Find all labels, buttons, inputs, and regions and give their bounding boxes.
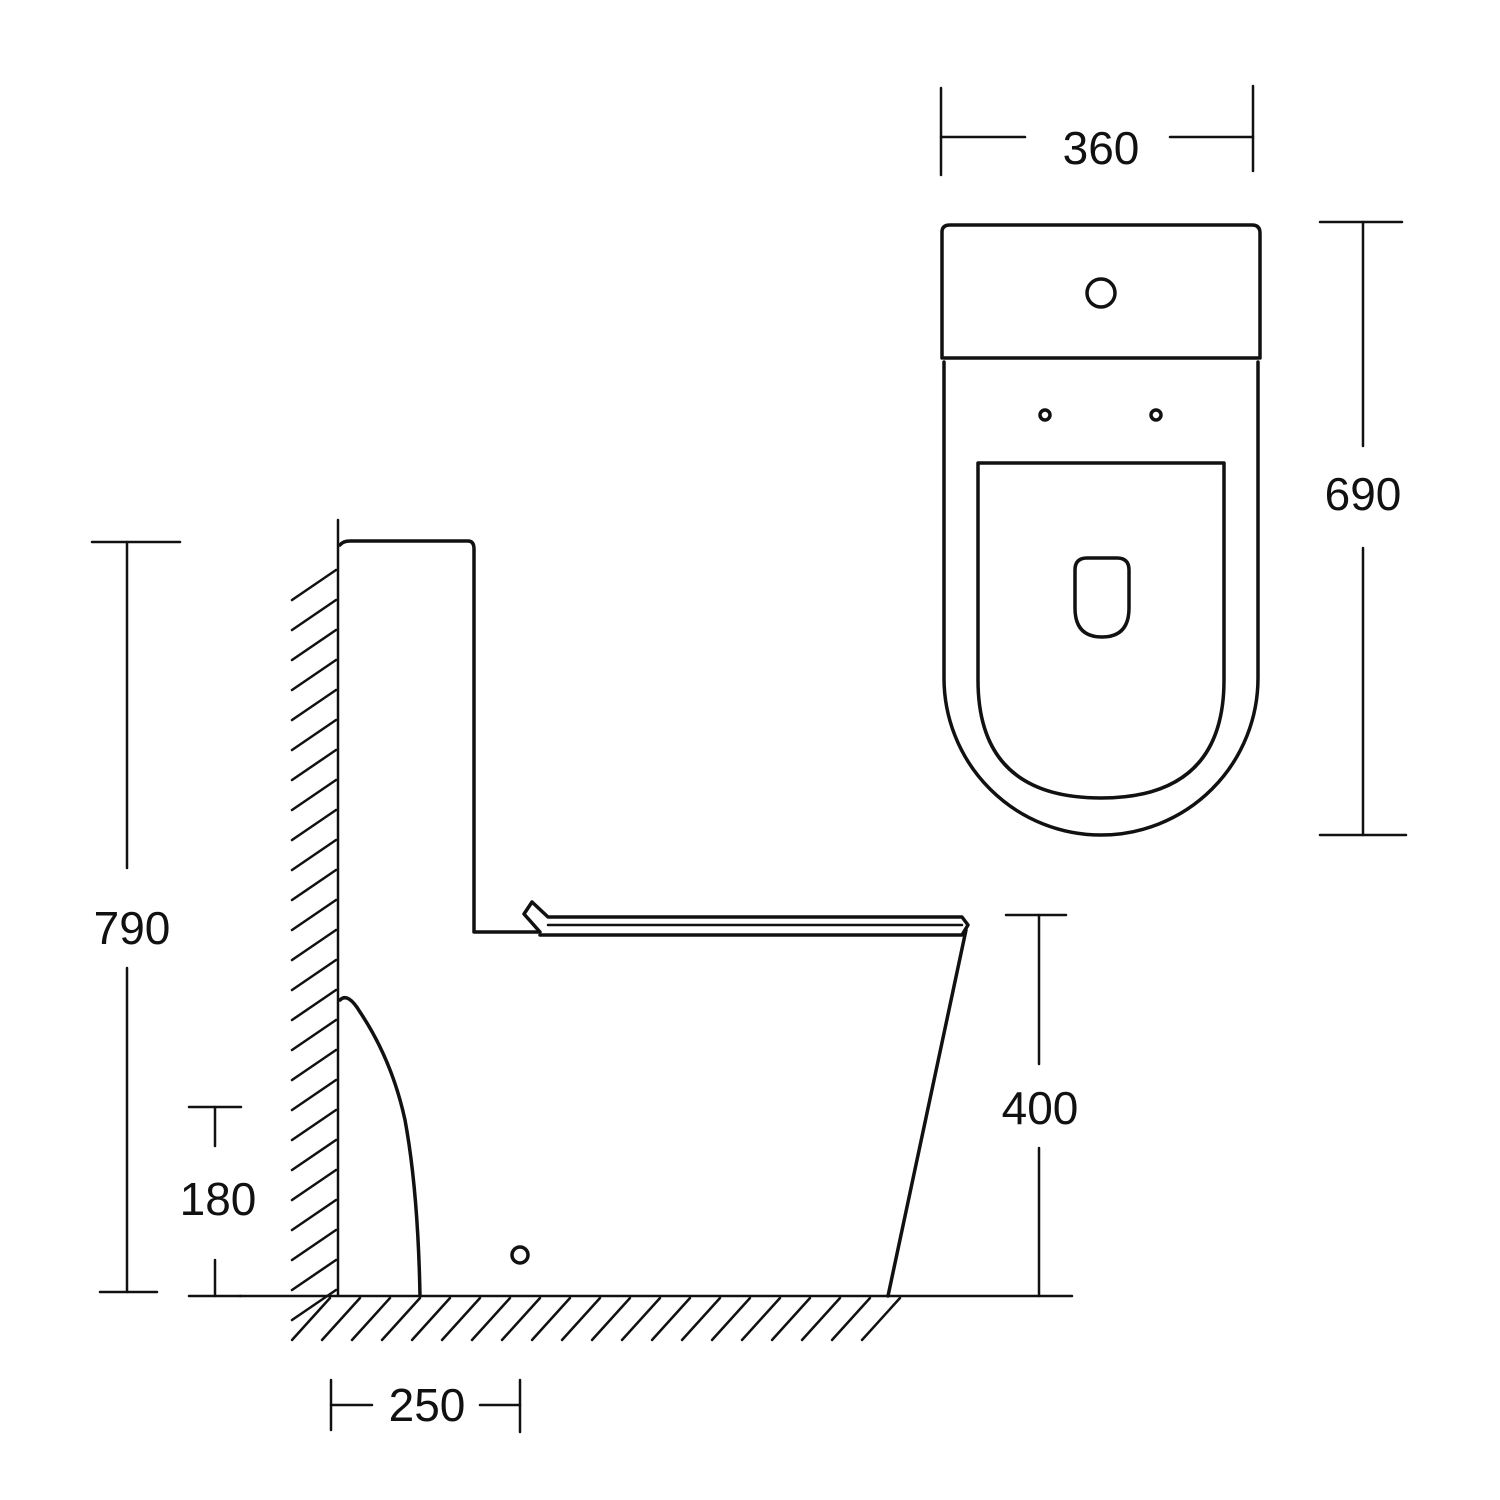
wall-hatch-line (290, 718, 338, 752)
wall-hatch-line (290, 988, 338, 1022)
plan-view (940, 223, 1262, 837)
side-bowl-front (886, 928, 968, 1298)
floor-hatch-line (380, 1296, 422, 1342)
wall-hatch-line (290, 958, 338, 992)
floor-hatch-line (320, 1296, 362, 1342)
floor-hatch-line (830, 1296, 872, 1342)
wall-hatch-line (290, 1108, 338, 1142)
plan-seat-hinge-left (1038, 408, 1052, 422)
wall-hatch-line (290, 928, 338, 962)
floor-hatch-line (620, 1296, 662, 1342)
dimension-plan-length: 690 (1318, 220, 1408, 837)
wall-hatch-line (290, 1198, 338, 1232)
dim-label-180: 180 (180, 1173, 257, 1225)
dim-label-250: 250 (389, 1379, 466, 1431)
wall-hatch-line (290, 868, 338, 902)
side-tank-outline (338, 539, 540, 934)
plan-seat-hinge-right (1149, 408, 1163, 422)
wall-hatch-line (290, 808, 338, 842)
wall-hatch-line (290, 748, 338, 782)
floor-hatch-line (650, 1296, 692, 1342)
plan-flush-button (1085, 277, 1117, 309)
dim-label-400: 400 (1002, 1082, 1079, 1134)
wall-hatch-line (290, 1048, 338, 1082)
floor-hatch-line (440, 1296, 482, 1342)
plan-tank-outline (940, 223, 1262, 360)
wall-hatch-line (290, 1228, 338, 1262)
wall-hatch-line (290, 568, 338, 602)
floor-hatch-line (680, 1296, 722, 1342)
side-bowl-rear (338, 996, 422, 1298)
floor-hatch-line (470, 1296, 512, 1342)
floor-hatch-line (500, 1296, 542, 1342)
dimension-seat-height: 400 (1002, 913, 1079, 1298)
side-view (238, 518, 1074, 1342)
dimension-plan-width: 360 (939, 84, 1255, 177)
wall-hatch-line (290, 1168, 338, 1202)
floor-hatch-line (590, 1296, 632, 1342)
floor-hatching (290, 1296, 902, 1342)
dimension-outlet-height: 180 (180, 1105, 257, 1298)
floor-hatch-line (530, 1296, 572, 1342)
floor-hatch-line (290, 1296, 332, 1342)
wall-hatch-line (290, 688, 338, 722)
wall-hatch-line (290, 1018, 338, 1052)
wall-hatch-line (290, 1078, 338, 1112)
side-seat-lid (522, 900, 970, 937)
wall-hatching (290, 568, 338, 1322)
floor-hatch-line (350, 1296, 392, 1342)
floor-hatch-line (800, 1296, 842, 1342)
plan-bowl-outline (942, 360, 1260, 837)
floor-hatch-line (770, 1296, 812, 1342)
floor-hatch-line (560, 1296, 602, 1342)
wall-hatch-line (290, 598, 338, 632)
wall-hatch-line (290, 778, 338, 812)
wall-hatch-line (290, 628, 338, 662)
floor-hatch-line (710, 1296, 752, 1342)
floor-hatch-line (410, 1296, 452, 1342)
wall-hatch-line (290, 898, 338, 932)
dimension-overall-height: 790 (90, 540, 182, 1294)
wall-hatch-line (290, 1138, 338, 1172)
dim-label-360: 360 (1063, 122, 1140, 174)
wall-hatch-line (290, 1258, 338, 1292)
floor-hatch-line (860, 1296, 902, 1342)
floor-hatch-line (740, 1296, 782, 1342)
dim-label-690: 690 (1325, 468, 1402, 520)
dimension-outlet-offset: 250 (329, 1378, 522, 1434)
wall-hatch-line (290, 838, 338, 872)
wall-hatch-line (290, 658, 338, 692)
plan-seat-lid-outline (976, 461, 1226, 800)
plan-lid-handle-notch (1073, 556, 1131, 639)
dim-label-790: 790 (94, 902, 171, 954)
side-fixing-hole (510, 1245, 530, 1265)
